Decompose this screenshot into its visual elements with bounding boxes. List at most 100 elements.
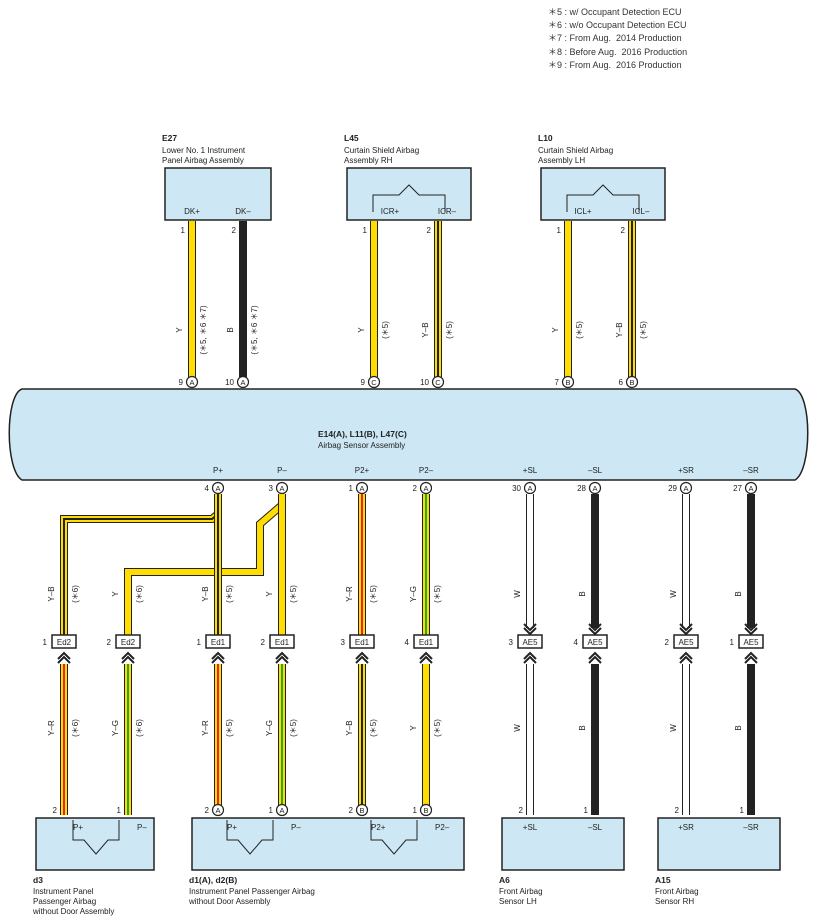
connector-chevron-b — [588, 655, 602, 664]
connector-chevron — [355, 651, 369, 664]
bottom-component-code: A15 — [655, 875, 671, 885]
connector-pin-letter: A — [279, 806, 284, 815]
mid-wire-outline — [60, 494, 222, 640]
connector-pin-letter: A — [592, 484, 597, 493]
bottom-component-pin-label: P+ — [227, 823, 237, 832]
top-component-pin-label: DK– — [235, 207, 251, 216]
connector-pin — [211, 803, 225, 817]
connector-pin — [355, 803, 369, 817]
wire-color-code: W — [669, 724, 678, 732]
top-component-box — [540, 167, 666, 221]
connector-chevron-a — [275, 651, 289, 660]
top-component-name: Curtain Shield Airbag — [538, 146, 613, 155]
connector-chevron — [679, 651, 693, 664]
sensor-pin-number: 10 — [420, 378, 429, 387]
connector-pin-letter: A — [215, 806, 220, 815]
component-pin-number: 1 — [269, 806, 274, 815]
top-wire-pin-number: 2 — [232, 226, 237, 235]
connector-chevron-a — [523, 623, 537, 632]
connector-pin — [275, 481, 289, 495]
top-component-pin-label: ICR+ — [381, 207, 400, 216]
connector-chevron — [419, 651, 433, 664]
connector-chevron-a — [588, 651, 602, 660]
connector-pin — [211, 481, 225, 495]
connector-pin-letter: A — [748, 484, 753, 493]
top-wire-pin-number: 1 — [557, 226, 562, 235]
top-component-name: Panel Airbag Assembly — [162, 156, 244, 165]
connector-chevron — [57, 651, 71, 664]
wire-color-code: Y — [265, 591, 274, 597]
junction-connector-pin: 4 — [405, 638, 410, 647]
bottom-component-pin-label: +SR — [678, 823, 694, 832]
wire-note: (＊5) — [433, 719, 442, 737]
wire-color-code: B — [734, 725, 743, 730]
connector-pin-letter: A — [240, 378, 245, 387]
squib-symbol — [370, 820, 418, 855]
connector-chevron-b — [57, 655, 71, 664]
squib-symbol — [566, 184, 640, 212]
connector-chevron — [523, 623, 537, 636]
connector-pin-letter: A — [215, 484, 220, 493]
connector-chevron-b — [419, 655, 433, 664]
sensor-name: Airbag Sensor Assembly — [318, 441, 405, 450]
connector-pin — [419, 803, 433, 817]
connector-chevron-a — [57, 651, 71, 660]
top-wire-pin-number: 1 — [181, 226, 186, 235]
junction-connector-name: AE5 — [678, 638, 694, 647]
junction-connector-pin: 2 — [665, 638, 670, 647]
connector-pin-letter: B — [359, 806, 364, 815]
sensor-pin-label: P– — [277, 466, 287, 475]
top-component-pin-label: ICL– — [633, 207, 650, 216]
top-component-pin-label: ICL+ — [574, 207, 591, 216]
top-component-pin-label: ICR– — [438, 207, 457, 216]
top-component-code: E27 — [162, 133, 177, 143]
wire-note: (＊5) — [575, 321, 584, 339]
bottom-component-code: d1(A), d2(B) — [189, 875, 237, 885]
connector-chevron-b — [679, 655, 693, 664]
squib-symbol — [372, 184, 446, 212]
connector-chevron-a — [588, 623, 602, 632]
connector-pin-letter: A — [189, 378, 194, 387]
junction-connector-pin: 1 — [730, 638, 735, 647]
top-component-name: Lower No. 1 Instrument — [162, 146, 246, 155]
wire-color-code: Y–B — [421, 322, 430, 337]
connector-chevron — [588, 623, 602, 636]
wire-note: (＊5) — [369, 719, 378, 737]
wire-color-code: W — [513, 724, 522, 732]
junction-connector-pin: 2 — [107, 638, 112, 647]
connector-chevron — [121, 651, 135, 664]
junction-connector — [673, 634, 699, 649]
connector-chevron-b — [523, 655, 537, 664]
bottom-component-pin-label: +SL — [523, 823, 538, 832]
wire-color-code: Y — [175, 327, 184, 333]
wire-color-code: Y–R — [345, 586, 354, 602]
footnote: ＊8 : Before Aug. 2016 Production — [548, 46, 688, 57]
connector-chevron-b — [211, 655, 225, 664]
junction-connector-pin: 1 — [197, 638, 202, 647]
squib-symbol — [226, 820, 274, 855]
bottom-component-name: without Door Assembly — [188, 897, 270, 906]
footnote-legend: ＊5 : w/ Occupant Detection ECU ＊6 : w/o … — [548, 6, 687, 72]
junction-connector — [349, 634, 375, 649]
top-component-name: Curtain Shield Airbag — [344, 146, 419, 155]
top-component-box — [346, 167, 472, 221]
bottom-component-pin-label: –SL — [588, 823, 603, 832]
junction-connector-name: Ed2 — [121, 638, 136, 647]
wire-color-code: Y–G — [111, 720, 120, 736]
connector-chevron-b — [355, 655, 369, 664]
sensor-pin-label: P+ — [213, 466, 223, 475]
component-pin-number: 1 — [413, 806, 418, 815]
sensor-pin-number: 7 — [555, 378, 560, 387]
junction-connector-name: AE5 — [522, 638, 538, 647]
wire-color-code: B — [226, 327, 235, 332]
connector-chevron — [275, 651, 289, 664]
wire-color-code: B — [578, 725, 587, 730]
top-wire-pin-number: 2 — [427, 226, 432, 235]
bottom-component-box — [657, 817, 781, 871]
connector-chevron-b — [523, 627, 537, 636]
wire-note: (＊5) — [225, 719, 234, 737]
wire-color-code: Y — [551, 327, 560, 333]
connector-chevron-b — [588, 627, 602, 636]
wire-note: (＊6) — [135, 719, 144, 737]
